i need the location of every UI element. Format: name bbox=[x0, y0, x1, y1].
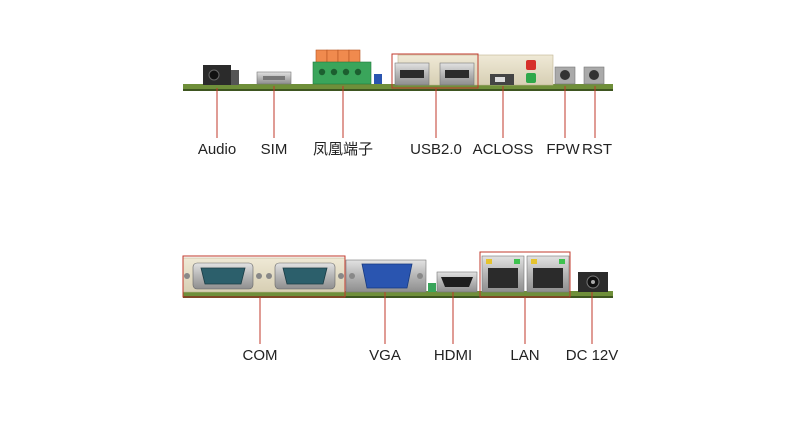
lan-port-2 bbox=[526, 255, 570, 293]
status-leds bbox=[526, 60, 536, 83]
dc-jack bbox=[578, 272, 608, 292]
label-audio: Audio bbox=[197, 141, 237, 158]
label-rst: RST bbox=[582, 141, 612, 158]
com-port-1 bbox=[184, 262, 262, 290]
label-usb: USB2.0 bbox=[410, 141, 462, 158]
bottom-pcb-edge bbox=[183, 291, 613, 296]
label-com: COM bbox=[242, 347, 278, 364]
hdmi-port bbox=[436, 271, 478, 293]
label-acloss: ACLOSS bbox=[472, 141, 534, 158]
label-fpw: FPW bbox=[546, 141, 580, 158]
label-lan: LAN bbox=[510, 347, 540, 364]
bottom-callout-lines bbox=[259, 292, 593, 344]
audio-jack bbox=[203, 65, 239, 85]
com-highlight-box bbox=[182, 255, 346, 298]
top-board bbox=[183, 49, 613, 91]
label-phoenix-terminal: 凤凰端子 bbox=[312, 141, 374, 158]
top-pcb-edge bbox=[183, 84, 613, 89]
usb-port-2 bbox=[439, 62, 475, 86]
top-callout-lines bbox=[216, 86, 596, 138]
usb-highlight-box bbox=[391, 53, 479, 89]
usb-port-1 bbox=[394, 62, 430, 86]
fpw-button bbox=[554, 66, 576, 85]
com-port-2 bbox=[266, 262, 344, 290]
acloss-switch bbox=[490, 74, 514, 85]
sim-slot bbox=[256, 71, 292, 85]
bottom-board bbox=[182, 251, 613, 298]
vga-port bbox=[345, 259, 427, 293]
label-dc-12v: DC 12V bbox=[565, 347, 619, 364]
phoenix-terminal bbox=[312, 49, 382, 85]
label-vga: VGA bbox=[369, 347, 401, 364]
label-sim: SIM bbox=[260, 141, 288, 158]
label-hdmi: HDMI bbox=[433, 347, 473, 364]
lan-port-1 bbox=[481, 255, 525, 293]
rst-button bbox=[583, 66, 605, 85]
